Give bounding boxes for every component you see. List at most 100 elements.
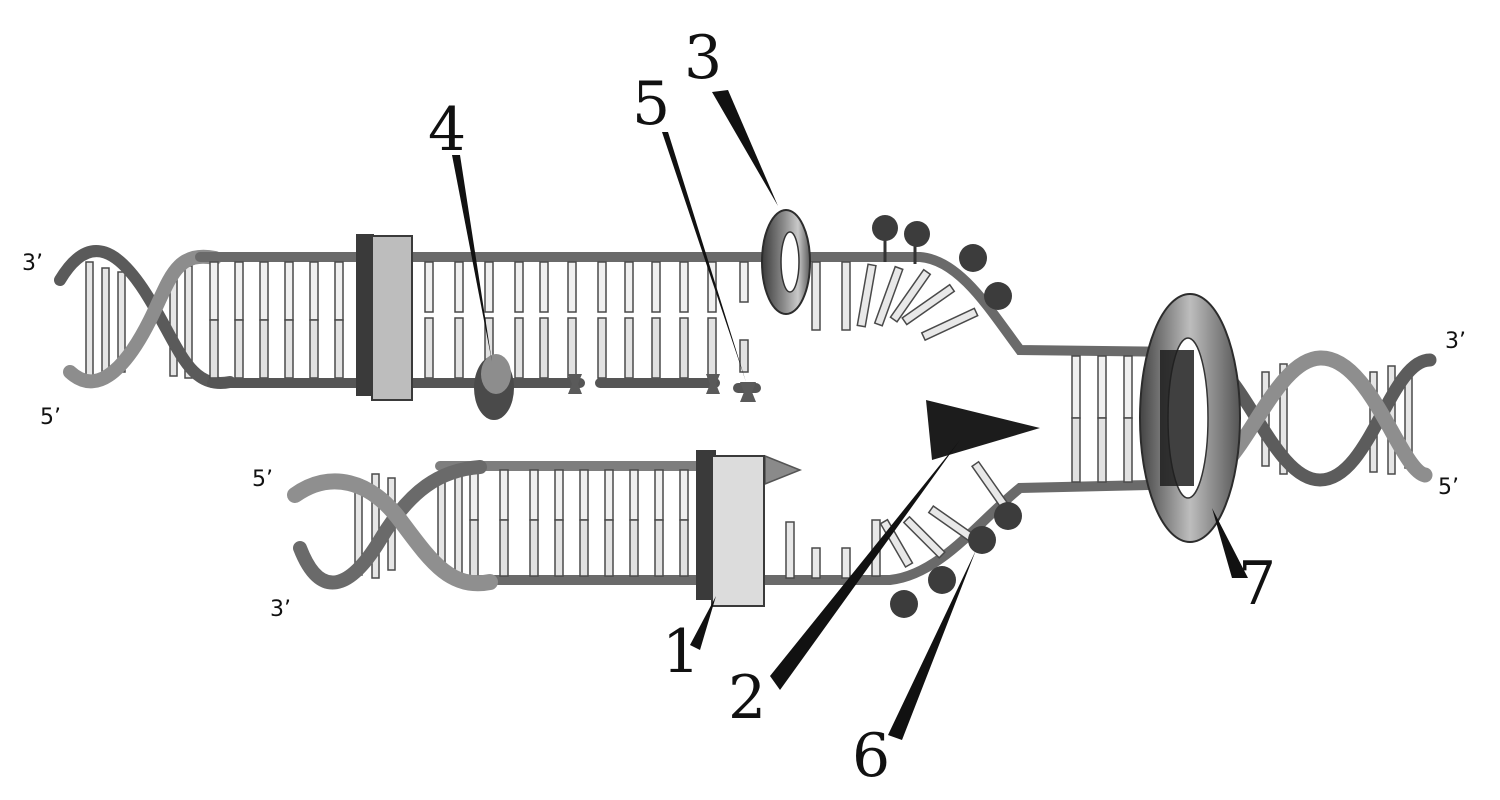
callout-number-7: 7 [1238,549,1276,619]
upper-rung-r-7-1 [624,317,634,379]
pointer-5 [662,132,746,382]
upper-rung-r-10-1 [707,317,717,379]
upper-rung-r-9-0 [679,261,689,313]
lower-rung-0-0 [469,469,479,521]
callout-number-1: 1 [662,617,700,687]
ssb-proteins-lower [890,502,1022,618]
upper-fork-arm-bases [811,261,979,342]
end-label-bottom-left-upper: 5’ [252,467,273,492]
callout-number-4: 4 [428,95,466,165]
lower-rung-8-1 [679,519,689,577]
lower-duplex [435,454,1195,585]
lower-rung-3-1 [554,519,564,577]
lower-rung-5-1 [604,519,614,577]
helicase-ring [1139,293,1241,543]
upper-rung-end-0-1 [739,339,749,373]
pointer-4 [452,155,492,362]
lower-rung-7-1 [654,519,664,577]
right-rung-1-1 [1097,417,1107,483]
callout-number-2: 2 [728,663,766,733]
end-label-bottom-left-lower: 3’ [270,597,291,622]
upper-rung-r-4-0 [539,261,549,313]
pointer-1 [690,596,716,650]
lower-rung-0-1 [469,519,479,577]
upper-rung-r-6-1 [597,317,607,379]
lower-rung-5-0 [604,469,614,521]
right-rung-2-0 [1123,355,1133,419]
right-rung-0-1 [1071,417,1081,483]
upper-rung-r-3-1 [514,317,524,379]
lower-rung-6-0 [629,469,639,521]
callout-pointers [452,90,1248,740]
upper-rung-r-9-1 [679,317,689,379]
lower-rung-1-0 [499,469,509,521]
lower-rung-6-1 [629,519,639,577]
leading-polymerase-block [696,450,765,607]
upper-rung-r-5-1 [567,317,577,379]
lower-rung-8-0 [679,469,689,521]
primase-wedge [926,400,1040,460]
upper-rung-2-1 [259,319,269,379]
lower-rung-4-1 [579,519,589,577]
callout-number-3: 3 [684,23,722,93]
upper-rung-1-0 [234,261,244,321]
okazaki-fragment-nicks [568,374,756,402]
pointer-7 [1212,508,1248,578]
end-label-top-left-lower: 5’ [40,405,61,430]
upper-rung-3-0 [284,261,294,321]
upper-rung-3-1 [284,319,294,379]
upper-rung-r-6-0 [597,261,607,313]
upper-left-helix-strand-front [63,249,222,389]
upper-rung-r-0-0 [424,261,434,313]
pointer-3 [712,90,778,206]
upper-rung-end-0-0 [739,261,749,303]
upper-rung-r-4-1 [539,317,549,379]
upper-rung-5-0 [334,261,344,321]
upper-rung-4-1 [309,319,319,379]
upper-rung-r-3-0 [514,261,524,313]
upper-rung-r-8-0 [651,261,661,313]
lower-duplex-rungs [469,469,689,577]
lower-rung-2-0 [529,469,539,521]
upper-rung-r-1-1 [454,317,464,379]
upper-left-helix-strand-back [54,245,236,389]
upper-rung-r-2-0 [484,261,494,313]
end-label-top-left-upper: 3’ [22,251,43,276]
right-rung-1-0 [1097,355,1107,419]
upper-rung-r-1-0 [454,261,464,313]
upper-rung-1-1 [234,319,244,379]
ligase-enzyme [474,354,514,420]
right-rung-0-0 [1071,355,1081,419]
ssb-proteins-upper [872,215,1012,310]
upper-rung-r-0-1 [424,317,434,379]
upper-rung-0-1 [209,319,219,379]
callout-number-6: 6 [852,721,890,791]
upper-left-helix [54,245,236,389]
lower-rung-3-0 [554,469,564,521]
upper-rung-r-5-0 [567,261,577,313]
lower-rung-7-0 [654,469,664,521]
pointer-6 [888,550,976,740]
sliding-clamp-ring [761,209,811,315]
end-label-right-upper: 3’ [1445,329,1466,354]
upper-rung-4-0 [309,261,319,321]
lower-rung-1-1 [499,519,509,577]
lower-rung-4-0 [579,469,589,521]
callout-number-5: 5 [632,69,670,139]
upper-rung-r-8-1 [651,317,661,379]
right-rung-2-1 [1123,417,1133,483]
upper-rung-r-7-0 [624,261,634,313]
upper-rung-5-1 [334,319,344,379]
upper-duplex [195,252,1195,393]
pointer-2 [770,440,960,690]
lagging-polymerase-block [356,234,413,401]
upper-template-backbone [195,252,1195,357]
lower-left-helix-strand-back [293,460,487,590]
leading-strand-arrowhead [764,454,803,486]
lower-template-backbone [465,479,1195,585]
upper-rung-2-0 [259,261,269,321]
right-parent-duplex [1071,345,1437,492]
lower-left-helix-strand-front [287,473,498,592]
lower-left-helix [287,460,498,592]
